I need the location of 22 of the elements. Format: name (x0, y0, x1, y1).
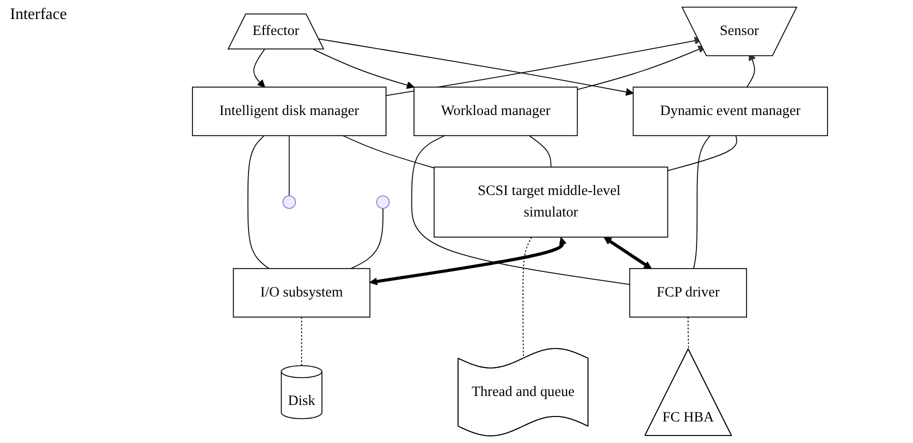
connector (411, 135, 630, 285)
interface-label: Interface (10, 6, 67, 24)
connector (342, 135, 435, 168)
connector (528, 135, 552, 168)
connector (667, 135, 738, 172)
node-box: Intelligent disk manager (192, 86, 386, 136)
connector (688, 316, 690, 350)
connector (693, 135, 711, 270)
connector (301, 316, 302, 366)
node-box: Workload manager (414, 86, 578, 136)
arrow (313, 48, 414, 89)
arrow (604, 237, 652, 269)
arrow (253, 48, 266, 88)
node-box: SCSI target middle-level simulator (434, 166, 668, 238)
connector (247, 135, 270, 270)
connector (350, 208, 384, 270)
node-box: Dynamic event manager (632, 86, 828, 136)
connector (288, 135, 290, 196)
arrow (318, 38, 634, 96)
node-box: FCP driver (629, 268, 747, 318)
arrow (370, 237, 567, 286)
node-box: I/O subsystem (232, 268, 370, 318)
